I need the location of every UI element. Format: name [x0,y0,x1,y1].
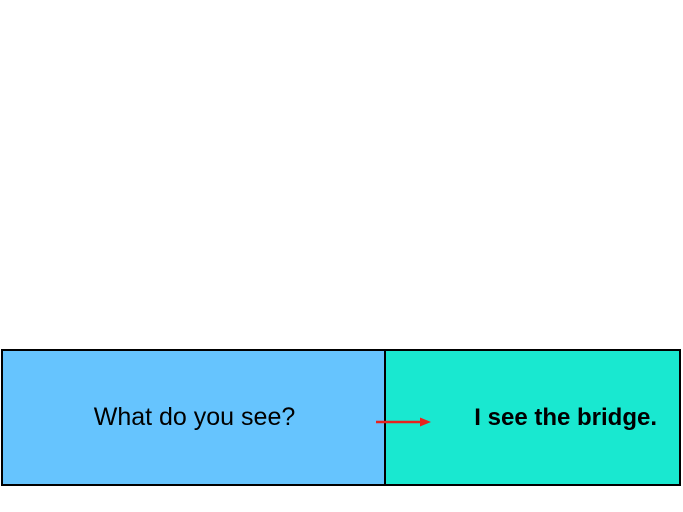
dialogue-strip: What do you see? I see the bridge. [1,349,681,486]
answer-text: I see the bridge. [474,403,657,431]
answer-box: I see the bridge. [386,351,679,484]
question-text: What do you see? [93,403,296,431]
question-box: What do you see? [3,351,386,484]
right-arrow-icon [376,417,431,427]
